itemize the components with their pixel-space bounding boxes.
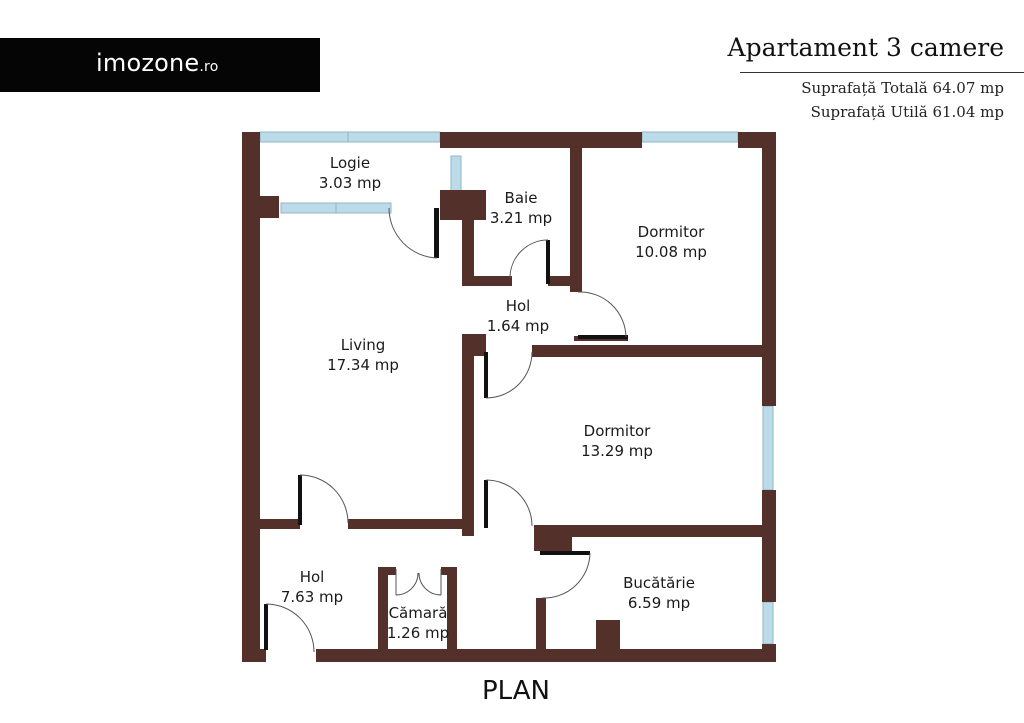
door-bathroom	[509, 239, 550, 284]
wall-living-right	[462, 334, 474, 536]
wall-kitchen-pillar	[596, 620, 620, 650]
window-kitchen-right	[762, 601, 774, 645]
wall-logia-end	[260, 196, 279, 218]
door-bedroom-1	[577, 291, 628, 339]
wall-kitchen-corner	[534, 525, 572, 551]
room-bucatarie-name: Bucătărie	[623, 574, 695, 592]
wall-right-upper	[762, 146, 776, 406]
wall-bedroom-bottom	[534, 525, 776, 537]
room-bucatarie-area: 6.59 mp	[627, 594, 691, 612]
brand-text: imozone.ro	[96, 49, 218, 77]
room-camara-area: 1.26 mp	[386, 624, 450, 642]
room-dormitor-1-area: 10.08 mp	[635, 243, 707, 261]
wall-top-mid	[440, 132, 642, 148]
room-bucatarie: Bucătărie 6.59 mp	[623, 573, 695, 613]
door-logia	[388, 207, 439, 259]
door-hall-to-bedroom-2	[484, 351, 533, 399]
room-living-name: Living	[340, 336, 386, 354]
wall-bath-left	[462, 220, 474, 284]
wall-bedroom-divider	[532, 345, 776, 357]
wall-living-bottom-left	[260, 519, 300, 529]
room-baie-area: 3.21 mp	[489, 209, 553, 227]
wall-living-bottom-right	[348, 519, 474, 529]
window-logia-top	[259, 131, 441, 143]
room-logie-area: 3.03 mp	[318, 174, 382, 192]
room-dormitor-1-name: Dormitor	[637, 223, 705, 241]
brand-name: imozone	[96, 49, 200, 77]
room-camara-name: Cămară	[388, 604, 448, 622]
room-logie-name: Logie	[329, 154, 371, 172]
wall-bath-right	[570, 146, 582, 292]
wall-top-right	[738, 132, 776, 148]
room-dormitor-2-area: 13.29 mp	[581, 442, 653, 460]
room-dormitor-2: Dormitor 13.29 mp	[581, 421, 653, 461]
room-hol-area: 7.63 mp	[280, 588, 344, 606]
brand-logo: imozone.ro	[0, 38, 320, 92]
wall-pantry-right	[447, 567, 457, 650]
wall-bath-block	[440, 190, 486, 220]
doors	[264, 207, 628, 653]
walls	[242, 132, 776, 662]
window-logia-side	[450, 155, 462, 192]
door-kitchen	[540, 551, 591, 599]
wall-kitchen-left	[536, 598, 546, 650]
wall-bath-bottom	[462, 276, 512, 286]
room-camara: Cămară 1.26 mp	[387, 603, 449, 643]
wall-pantry-left	[378, 567, 388, 650]
plan-caption: PLAN	[482, 676, 550, 706]
wall-pantry-top-left	[378, 567, 396, 575]
door-pantry	[395, 569, 442, 596]
door-living	[298, 474, 349, 525]
window-dormitor-top	[641, 131, 739, 143]
room-living-area: 17.34 mp	[327, 356, 399, 374]
room-hol-mic: Hol 1.64 mp	[487, 296, 549, 336]
door-bedroom-2	[484, 479, 533, 528]
wall-bottom-left	[242, 649, 266, 662]
room-baie-name: Baie	[504, 189, 538, 207]
wall-bottom-main	[316, 649, 776, 662]
brand-suffix: .ro	[199, 59, 219, 75]
wall-pantry-top-right	[441, 567, 457, 575]
window-dormitor-right	[762, 405, 774, 491]
wall-bath-bottom-right	[548, 276, 582, 286]
room-hol: Hol 7.63 mp	[281, 567, 343, 607]
door-entrance	[264, 603, 315, 653]
title-divider	[740, 72, 1024, 73]
room-logie: Logie 3.03 mp	[319, 153, 381, 193]
room-living: Living 17.34 mp	[327, 335, 399, 375]
wall-left	[242, 132, 260, 662]
room-hol-mic-area: 1.64 mp	[486, 317, 550, 335]
room-hol-name: Hol	[299, 568, 325, 586]
room-hol-mic-name: Hol	[505, 297, 531, 315]
room-dormitor-2-name: Dormitor	[583, 422, 651, 440]
total-area: Suprafață Totală 64.07 mp	[801, 79, 1004, 97]
page-title: Apartament 3 camere	[727, 33, 1004, 62]
room-dormitor-1: Dormitor 10.08 mp	[635, 222, 707, 262]
room-baie: Baie 3.21 mp	[490, 188, 552, 228]
usable-area: Suprafață Utilă 61.04 mp	[810, 103, 1004, 121]
wall-right-mid	[762, 490, 776, 602]
